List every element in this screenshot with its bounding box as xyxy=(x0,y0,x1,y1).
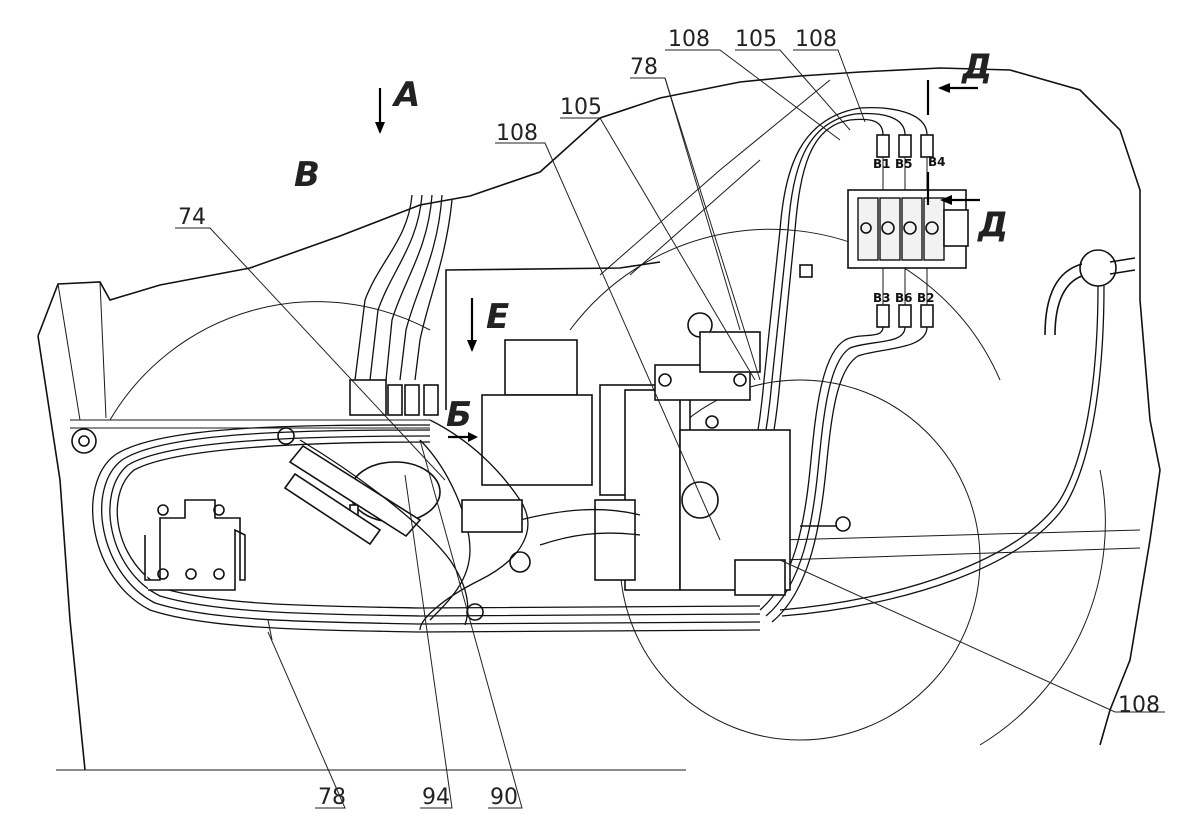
view-label-b: Б xyxy=(446,395,472,435)
view-label-d-right: Д xyxy=(977,205,1008,245)
view-label-d-top: Д xyxy=(961,47,992,87)
label-90: 90 xyxy=(490,785,518,810)
label-108-mid: 108 xyxy=(496,121,538,146)
mounting-panel xyxy=(445,261,813,410)
rod-end xyxy=(800,516,851,532)
label-108-right: 108 xyxy=(1118,693,1160,718)
label-78-bottom: 78 xyxy=(318,785,346,810)
position-numbers: 108 105 108 78 105 108 74 108 78 94 90 xyxy=(178,27,1160,810)
port-label-b3: В3 xyxy=(873,291,891,305)
label-94: 94 xyxy=(422,785,450,810)
view-label-e: Е xyxy=(486,297,509,337)
leader-lines xyxy=(175,49,1165,809)
view-label-a: А xyxy=(391,75,420,115)
hose-bundle-vertical xyxy=(349,194,453,416)
port-label-b5: В5 xyxy=(895,157,913,171)
filler-pipe xyxy=(779,249,1136,617)
pump-assembly xyxy=(481,312,791,596)
pump-hoses xyxy=(277,419,641,631)
port-label-b2: В2 xyxy=(917,291,935,305)
port-label-b1: В1 xyxy=(873,157,891,171)
label-105-mid: 105 xyxy=(560,95,602,120)
view-label-v: В xyxy=(294,155,320,195)
frame-outline xyxy=(37,67,1161,771)
port-labels: В1 В5 В4 В3 В6 В2 xyxy=(873,155,946,305)
view-letters: А В Е Б Д Д xyxy=(294,47,1008,435)
hose-bundle-loop xyxy=(92,424,761,641)
port-label-b4: В4 xyxy=(928,155,946,169)
control-valve-block xyxy=(847,134,969,328)
port-label-b6: В6 xyxy=(895,291,913,305)
label-78-top: 78 xyxy=(630,55,658,80)
mounting-bracket xyxy=(144,499,246,591)
label-108-top-2: 108 xyxy=(795,27,837,52)
hydraulic-cylinder xyxy=(283,444,422,546)
label-105-top: 105 xyxy=(735,27,777,52)
label-108-top-1: 108 xyxy=(668,27,710,52)
label-74: 74 xyxy=(178,205,206,230)
